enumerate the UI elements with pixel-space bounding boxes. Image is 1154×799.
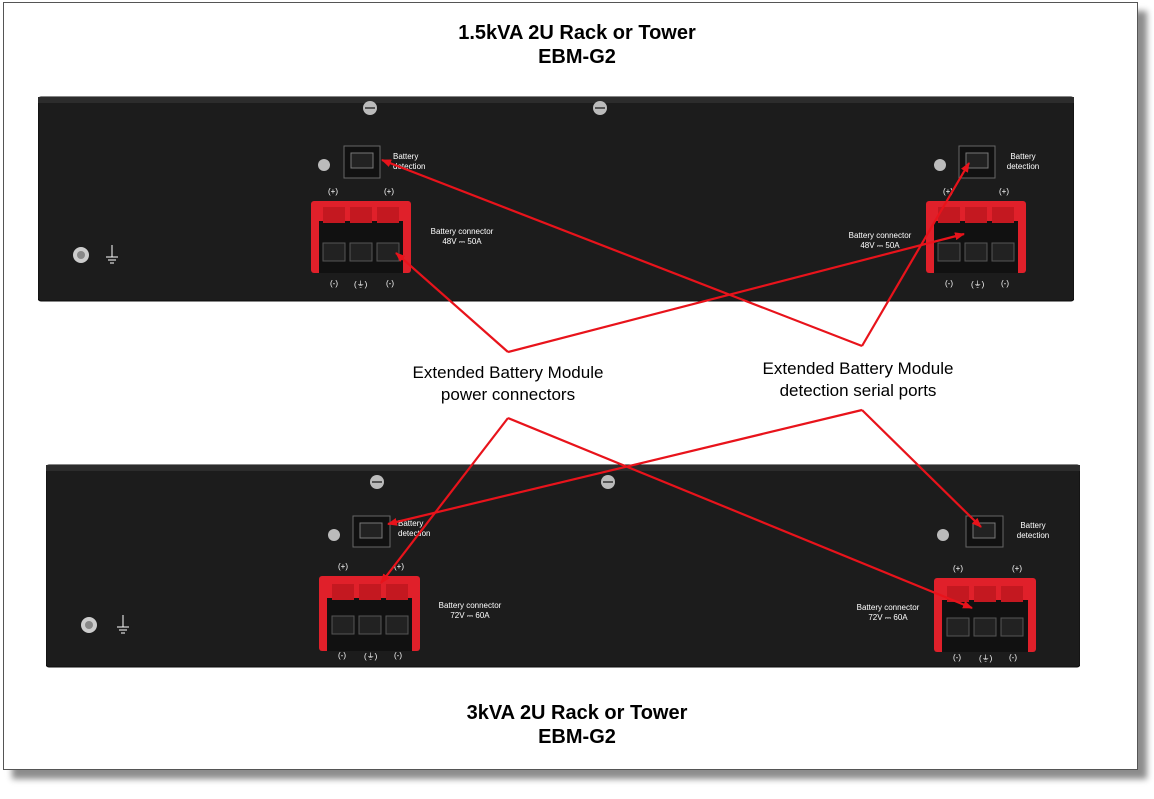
top-left-plus-2: (+) xyxy=(384,187,394,196)
top-ups-rear-panel: Battery detection (+) (+) (-) (⏚) (-) Ba… xyxy=(38,93,1074,303)
bottom-right-connector-line1: Battery connector xyxy=(856,603,920,612)
bottom-right-detection-line2: detection xyxy=(1016,531,1050,540)
bottom-ground-symbol xyxy=(117,615,129,634)
detection-callout-line2: detection serial ports xyxy=(779,381,937,400)
bottom-screw-2 xyxy=(601,475,615,489)
bottom-left-plus-1: (+) xyxy=(338,562,348,571)
top-left-plus-1: (+) xyxy=(328,187,338,196)
bottom-left-small-screw xyxy=(328,529,340,541)
top-right-minus-1: (-) xyxy=(945,279,953,288)
bottom-unit-title: 3kVA 2U Rack or Tower EBM-G2 xyxy=(0,701,1154,749)
bottom-unit-title-line2: EBM-G2 xyxy=(538,726,616,748)
top-left-connector-line2: 48V ⎓ 50A xyxy=(442,237,482,246)
bottom-right-plus-1: (+) xyxy=(953,564,963,573)
top-right-plus-1: (+) xyxy=(943,187,953,196)
bottom-right-plus-2: (+) xyxy=(1012,564,1022,573)
bottom-chassis-graphic xyxy=(46,464,1080,668)
bottom-right-battery-connector xyxy=(934,578,1036,652)
top-ground-screw xyxy=(73,247,89,263)
bottom-ups-rear-panel: Battery detection (+) (+) (-) (⏚) (-) Ba… xyxy=(46,461,1080,671)
top-right-minus-2: (-) xyxy=(1001,279,1009,288)
top-right-connector-label: Battery connector 48V ⎓ 50A xyxy=(838,231,922,251)
top-screw-2 xyxy=(593,101,607,115)
top-left-minus-2: (-) xyxy=(386,279,394,288)
top-chassis-graphic xyxy=(38,96,1074,302)
top-right-detection-line1: Battery xyxy=(1010,152,1036,161)
top-ground-symbol xyxy=(106,245,118,264)
bottom-screw-1 xyxy=(370,475,384,489)
top-right-small-screw xyxy=(934,159,946,171)
top-unit-title-line2: EBM-G2 xyxy=(538,46,616,68)
top-right-connector-line1: Battery connector xyxy=(848,231,912,240)
top-left-connector-label: Battery connector 48V ⎓ 50A xyxy=(422,227,502,247)
power-connectors-callout: Extended Battery Module power connectors xyxy=(392,362,624,406)
top-left-ground: (⏚) xyxy=(354,280,368,289)
bottom-left-connector-label: Battery connector 72V ⎓ 60A xyxy=(429,601,511,621)
bottom-right-connector-label: Battery connector 72V ⎓ 60A xyxy=(846,603,930,623)
top-left-detection-label: Battery detection xyxy=(393,152,425,172)
power-callout-line2: power connectors xyxy=(440,385,576,404)
bottom-right-detection-label: Battery detection xyxy=(1011,521,1055,541)
detection-callout-line1: Extended Battery Module xyxy=(762,359,954,378)
bottom-right-minus-1: (-) xyxy=(953,653,961,662)
top-left-minus-1: (-) xyxy=(330,279,338,288)
bottom-left-connector-line1: Battery connector xyxy=(438,601,502,610)
bottom-ground-screw xyxy=(81,617,97,633)
top-left-detection-line1: Battery xyxy=(393,152,419,161)
bottom-left-detection-label: Battery detection xyxy=(398,519,430,539)
bottom-right-minus-2: (-) xyxy=(1009,653,1017,662)
top-right-connector-line2: 48V ⎓ 50A xyxy=(860,241,900,250)
bottom-left-detection-line1: Battery xyxy=(398,519,424,528)
top-left-battery-connector xyxy=(311,201,411,273)
power-callout-line1: Extended Battery Module xyxy=(412,363,604,382)
bottom-right-ground: (⏚) xyxy=(979,654,993,663)
bottom-left-minus-2: (-) xyxy=(394,651,402,660)
top-screw-1 xyxy=(363,101,377,115)
top-unit-title-line1: 1.5kVA 2U Rack or Tower xyxy=(458,22,696,44)
bottom-right-detection-line1: Battery xyxy=(1020,521,1046,530)
bottom-left-plus-2: (+) xyxy=(394,562,404,571)
top-right-battery-connector xyxy=(926,201,1026,273)
top-left-connector-line1: Battery connector xyxy=(430,227,494,236)
bottom-left-battery-connector xyxy=(319,576,420,651)
top-unit-title: 1.5kVA 2U Rack or Tower EBM-G2 xyxy=(0,21,1154,69)
top-right-plus-2: (+) xyxy=(999,187,1009,196)
top-right-ground: (⏚) xyxy=(971,280,985,289)
top-left-detection-line2: detection xyxy=(393,162,426,171)
detection-ports-callout: Extended Battery Module detection serial… xyxy=(742,358,974,402)
top-right-detection-line2: detection xyxy=(1006,162,1040,171)
top-right-detection-label: Battery detection xyxy=(1001,152,1045,172)
bottom-left-ground: (⏚) xyxy=(364,652,378,661)
bottom-unit-title-line1: 3kVA 2U Rack or Tower xyxy=(466,702,688,724)
bottom-left-minus-1: (-) xyxy=(338,651,346,660)
bottom-right-small-screw xyxy=(937,529,949,541)
bottom-left-detection-line2: detection xyxy=(398,529,431,538)
bottom-left-connector-line2: 72V ⎓ 60A xyxy=(450,611,490,620)
top-left-small-screw xyxy=(318,159,330,171)
bottom-right-connector-line2: 72V ⎓ 60A xyxy=(868,613,908,622)
